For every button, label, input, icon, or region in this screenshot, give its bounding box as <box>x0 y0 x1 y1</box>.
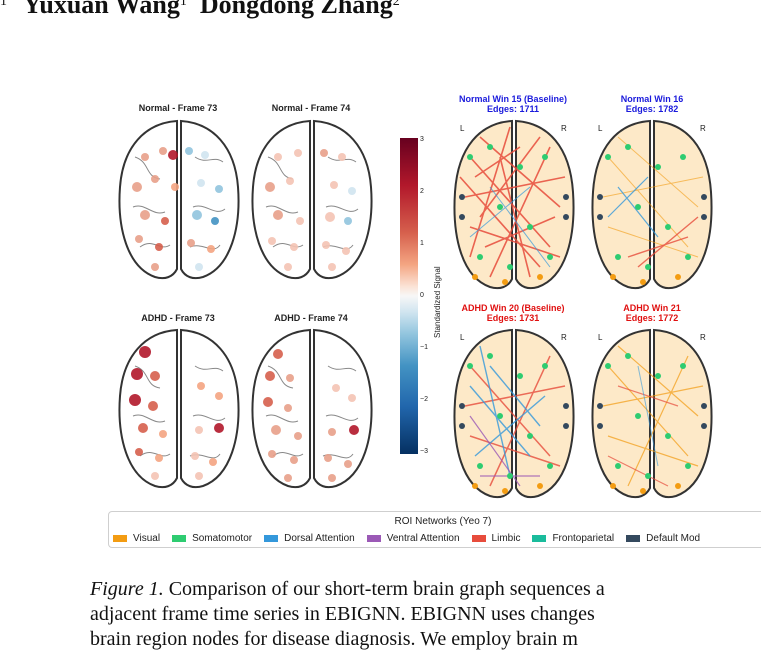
left-hemisphere-marker: L <box>460 124 465 133</box>
right-hemisphere-marker: R <box>561 124 567 133</box>
panel-title-adhd-74: ADHD - Frame 74 <box>274 313 348 323</box>
legend-label: Dorsal Attention <box>284 533 355 544</box>
left-hemisphere-marker: L <box>460 333 465 342</box>
legend-item: Dorsal Attention <box>264 533 355 544</box>
roi-network-legend: ROI Networks (Yeo 7) Visual Somatomotor Do… <box>108 511 761 548</box>
left-hemisphere-marker: L <box>598 124 603 133</box>
legend-swatch <box>172 535 187 542</box>
legend-label: Default Mod <box>646 533 701 544</box>
colorbar-tick: −2 <box>420 396 428 403</box>
panel-title-adhd-win20: ADHD Win 20 (Baseline)Edges: 1731 <box>443 303 583 323</box>
colorbar-tick: −1 <box>420 344 428 351</box>
legend-swatch <box>532 535 547 542</box>
panel-title-normal-73: Normal - Frame 73 <box>138 103 218 113</box>
legend-item: Limbic <box>471 533 521 544</box>
panel-title-line: ADHD Win 20 (Baseline) <box>461 303 565 313</box>
brain-signal-map-adhd-74 <box>251 328 373 489</box>
colorbar <box>400 138 418 454</box>
legend-label: Visual <box>133 533 161 544</box>
colorbar-tick: −3 <box>420 448 428 455</box>
legend-item: Frontoparietal <box>532 533 614 544</box>
legend-item: Default Mod <box>626 533 700 544</box>
legend-swatch <box>113 535 127 542</box>
colorbar-tick: 3 <box>420 136 424 143</box>
edge-count: Edges: 1782 <box>625 104 679 114</box>
brain-signal-map-normal-73 <box>118 119 240 280</box>
left-hemisphere-marker: L <box>598 333 603 342</box>
colorbar-tick: 1 <box>420 240 424 247</box>
figure-caption: Figure 1. Comparison of our short-term b… <box>90 577 761 652</box>
legend-swatch <box>626 535 641 542</box>
legend-label: Somatomotor <box>192 533 253 544</box>
legend-item: Somatomotor <box>172 533 252 544</box>
edge-count: Edges: 1772 <box>625 313 679 323</box>
panel-title-adhd-73: ADHD - Frame 73 <box>141 313 215 323</box>
panel-title-line: ADHD Win 21 <box>623 303 681 313</box>
legend-swatch <box>366 535 381 542</box>
caption-line: adjacent frame time series in EBIGNN. EB… <box>90 603 595 625</box>
legend-title: ROI Networks (Yeo 7) <box>394 516 492 527</box>
figure-label: Figure 1. <box>90 578 164 600</box>
panel-title-line: Normal Win 15 (Baseline) <box>459 94 567 104</box>
legend-item: Ventral Attention <box>366 533 460 544</box>
colorbar-label: Standardized Signal <box>433 266 442 338</box>
author-name: Dongdong Zhang <box>199 0 393 19</box>
brain-graph-normal-win16 <box>591 119 713 290</box>
affiliation-marker: 1 <box>179 0 187 9</box>
legend-swatch <box>471 535 486 542</box>
caption-line: brain region nodes for disease diagnosis… <box>90 628 578 650</box>
legend-swatch <box>264 535 279 542</box>
brain-signal-map-adhd-73 <box>118 328 240 489</box>
right-hemisphere-marker: R <box>700 333 706 342</box>
right-hemisphere-marker: R <box>700 124 706 133</box>
colorbar-tick: 0 <box>420 292 424 299</box>
right-hemisphere-marker: R <box>561 333 567 342</box>
legend-label: Frontoparietal <box>552 533 615 544</box>
brain-graph-adhd-win20 <box>453 328 575 499</box>
affiliation-marker: 2 <box>392 0 400 9</box>
author-name: Yuxuan Wang <box>23 0 180 19</box>
legend-label: Ventral Attention <box>386 533 460 544</box>
panel-title-normal-74: Normal - Frame 74 <box>271 103 351 113</box>
caption-line: Figure 1. Comparison of our short-term b… <box>90 577 761 602</box>
brain-graph-normal-win15 <box>453 119 575 290</box>
brain-signal-map-normal-74 <box>251 119 373 280</box>
legend-items: Visual Somatomotor Dorsal Attention Ventral… <box>113 533 700 544</box>
affiliation-marker: 1 <box>0 0 7 9</box>
legend-item: Visual <box>113 533 160 544</box>
edge-count: Edges: 1731 <box>486 313 540 323</box>
edge-count: Edges: 1711 <box>486 104 540 114</box>
panel-title-line: Normal Win 16 <box>620 94 684 104</box>
caption-text: Comparison of our short-term brain graph… <box>163 578 605 600</box>
brain-graph-adhd-win21 <box>591 328 713 499</box>
legend-label: Limbic <box>491 533 521 544</box>
panel-title-normal-win15: Normal Win 15 (Baseline)Edges: 1711 <box>443 94 583 114</box>
colorbar-tick: 2 <box>420 188 424 195</box>
